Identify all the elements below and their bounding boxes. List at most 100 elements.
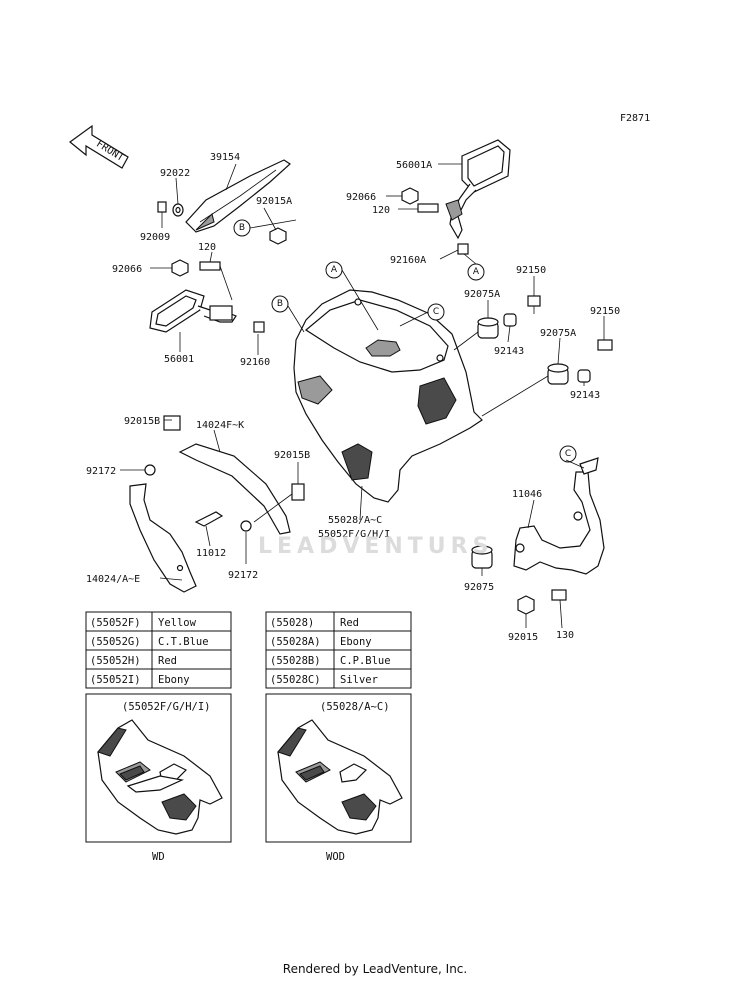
label-92075a-lower: 92075A (540, 328, 576, 339)
label-11046: 11046 (512, 489, 542, 500)
left-mirror-56001 (149, 289, 237, 333)
label-92015b-right: 92015B (274, 450, 310, 461)
label-92015b-left: 92015B (124, 416, 160, 427)
nut-92066-left (171, 259, 189, 277)
label-92160a: 92160A (390, 255, 426, 266)
inner-cover-14024-a-e (129, 483, 197, 593)
table-color: Ebony (158, 674, 190, 686)
color-table-55052: (55052F) Yellow (55052G) C.T.Blue (55052… (85, 611, 232, 689)
clip-92160 (253, 321, 265, 333)
label-130: 130 (556, 630, 574, 641)
inset-wd: (55052F/G/H/I) WD (85, 693, 232, 863)
label-92015a: 92015A (256, 196, 292, 207)
label-55052: 55052F/G/H/I (318, 529, 390, 540)
inset-wod: (55028/A~C) WOD (265, 693, 412, 863)
washer-92022 (172, 203, 184, 217)
label-92172-right: 92172 (228, 570, 258, 581)
table-code: (55052H) (90, 655, 141, 667)
ref-circle-c-cowl: C (427, 303, 445, 321)
clip-92015b-right (291, 483, 305, 501)
inset-title: (55028/A~C) (320, 701, 390, 713)
label-11012: 11012 (196, 548, 226, 559)
table-code: (55052F) (90, 617, 141, 629)
collar-92143-upper (503, 313, 517, 327)
table-color: C.P.Blue (340, 655, 391, 667)
bolt-92150-upper (527, 295, 541, 314)
table-code: (55052G) (90, 636, 141, 648)
inset-caption: WOD (326, 851, 345, 863)
label-92150-upper: 92150 (516, 265, 546, 276)
table-color: Red (340, 617, 359, 629)
label-92075: 92075 (464, 582, 494, 593)
front-direction-arrow: FRONT (69, 124, 129, 169)
bolt-120-right (417, 203, 439, 213)
label-92150-lower: 92150 (590, 306, 620, 317)
figure-code: F2871 (620, 113, 650, 124)
svg-text:A: A (473, 267, 480, 277)
part-labels: 39154 92022 92015A 92009 120 92066 56001… (86, 152, 620, 643)
collar-92143-lower (577, 369, 591, 383)
clip-92015b-left (163, 415, 181, 431)
table-color: Ebony (340, 636, 372, 648)
grommet-92075 (471, 545, 493, 569)
table-code: (55028) (270, 617, 314, 629)
bracket-11012 (194, 511, 224, 527)
ref-circle-b-top: B (233, 219, 251, 237)
ref-circle-a-mirror: A (467, 263, 485, 281)
label-120-left: 120 (198, 242, 216, 253)
bolt-130 (551, 589, 567, 601)
footer-credit: Rendered by LeadVenture, Inc. (282, 962, 468, 976)
upper-cowl (293, 289, 483, 503)
inner-panel-14024f-k (178, 443, 291, 535)
svg-text:C: C (433, 307, 439, 317)
nut-92015 (517, 595, 535, 615)
watermark: LEADVENTURS (258, 534, 494, 559)
label-92143-upper: 92143 (494, 346, 524, 357)
table-code: (55028C) (270, 674, 321, 686)
label-56001a: 56001A (396, 160, 432, 171)
label-14024f-k: 14024F~K (196, 420, 244, 431)
trim-panel-39154 (185, 159, 291, 233)
label-92009: 92009 (140, 232, 170, 243)
label-92075a-upper: 92075A (464, 289, 500, 300)
label-92015: 92015 (508, 632, 538, 643)
inset-caption: WD (152, 851, 165, 863)
stay-11046 (513, 457, 605, 575)
screw-92172-left (144, 464, 156, 476)
screw-92172-right (240, 520, 252, 532)
svg-text:B: B (277, 299, 283, 309)
ref-circle-c-stay: C (559, 445, 577, 463)
svg-text:A: A (331, 265, 338, 275)
label-92160: 92160 (240, 357, 270, 368)
label-39154: 39154 (210, 152, 240, 163)
ref-circle-b-cowl: B (271, 295, 289, 313)
svg-text:C: C (565, 449, 571, 459)
table-code: (55052I) (90, 674, 141, 686)
label-92066-left: 92066 (112, 264, 142, 275)
bolt-120-left (199, 261, 233, 301)
table-code: (55028B) (270, 655, 321, 667)
svg-text:B: B (239, 223, 245, 233)
label-14024-a-e: 14024/A~E (86, 574, 140, 585)
ref-circle-a-cowl: A (325, 261, 343, 279)
leader-lines (120, 163, 605, 629)
label-56001: 56001 (164, 354, 194, 365)
table-code: (55028A) (270, 636, 321, 648)
grommet-92075a-lower (547, 363, 569, 385)
label-92172-left: 92172 (86, 466, 116, 477)
table-color: Silver (340, 674, 378, 686)
bolt-92009 (157, 201, 167, 218)
label-120-right: 120 (372, 205, 390, 216)
nut-92015a (269, 227, 287, 245)
right-mirror-56001a (445, 139, 511, 240)
table-color: Yellow (158, 617, 197, 629)
nut-92066-right (401, 187, 419, 205)
label-92143-lower: 92143 (570, 390, 600, 401)
inset-title: (55052F/G/H/I) (122, 701, 211, 713)
label-55028: 55028/A~C (328, 515, 382, 526)
table-color: Red (158, 655, 177, 667)
clip-92160a (457, 243, 469, 255)
grommet-92075a-upper (477, 317, 499, 339)
